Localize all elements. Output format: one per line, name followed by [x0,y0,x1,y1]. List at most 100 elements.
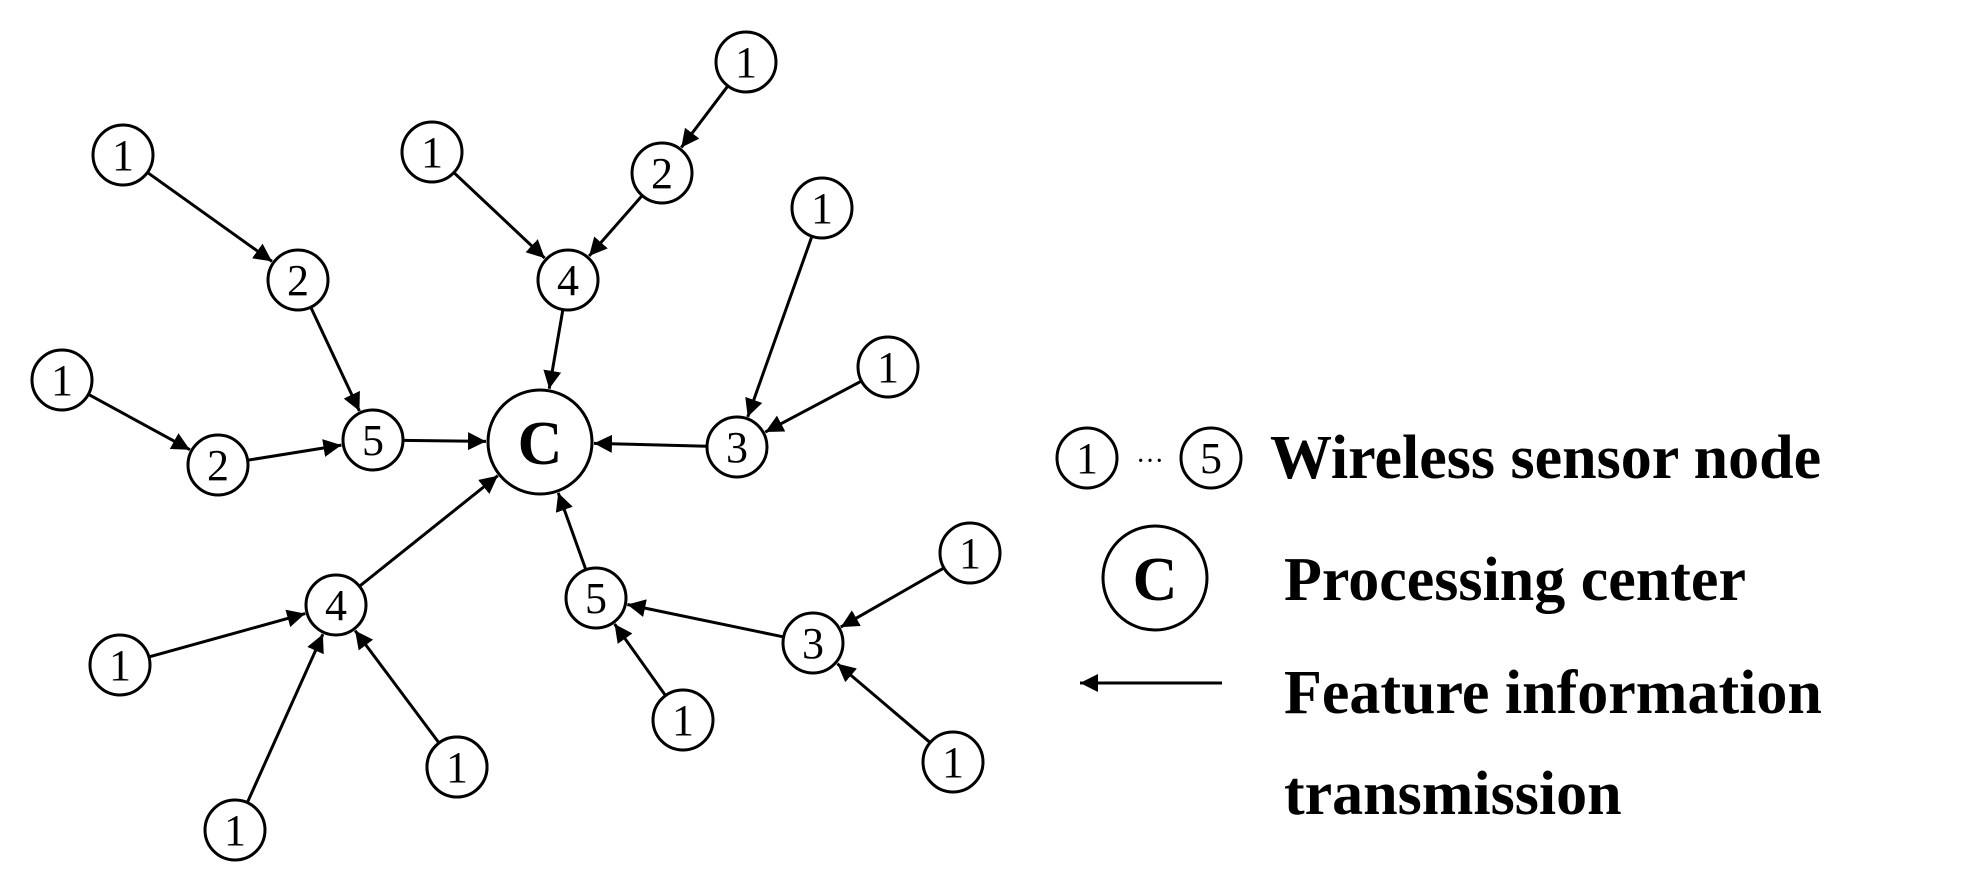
edge-j2-to-r3 [836,662,932,744]
edge-f1-to-n3 [764,379,863,434]
legend-node-last-label: 5 [1200,434,1222,483]
nodes-layer: C1212511241131411151311 [30,30,1002,862]
sensor-node-circle [91,123,155,187]
sensor-node-label: 1 [959,529,981,578]
sensor-node-circle [938,521,1002,585]
sensor-node: 4 [304,573,368,637]
sensor-node: 1 [400,120,464,184]
legend-arrow: Feature information transmission [1080,659,1822,828]
sensor-node-circle [790,176,854,240]
sensor-node-circle [186,433,250,497]
sensor-node-circle [651,688,715,752]
sensor-node-circle [304,573,368,637]
sensor-node-label: 1 [446,743,468,792]
legend: 1 ··· 5 Wireless sensor node C Processin… [1055,424,1822,828]
edges-layer [87,85,945,804]
legend-node-range: 1 ··· 5 Wireless sensor node [1055,424,1821,492]
legend-arrow-label-line2: transmission [1284,760,1622,828]
sensor-node: 5 [564,566,628,630]
processing-center-node: C [486,388,594,496]
sensor-node-circle [425,735,489,799]
edge-n4-to-c [543,309,565,390]
edge-d1-to-d2 [680,85,730,149]
sensor-node-label: 3 [802,619,824,668]
sensor-node-circle [30,348,94,412]
edge-w4-to-c [358,474,499,588]
sensor-node: 1 [91,123,155,187]
sensor-node-label: 5 [362,416,384,465]
edge-g1-to-w4 [148,609,306,659]
sensor-node-label: 1 [421,128,443,177]
sensor-node-circle [266,248,330,312]
edge-e1-to-n3 [745,235,814,418]
sensor-node: 1 [938,521,1002,585]
sensor-node: 3 [781,611,845,675]
sensor-node: 1 [651,688,715,752]
legend-node-first-label: 1 [1076,434,1098,483]
sensor-node: 1 [921,730,985,794]
sensor-node-circle [203,798,267,862]
sensor-node-label: 4 [557,256,579,305]
sensor-node-label: 1 [51,356,73,405]
sensor-node: 1 [790,176,854,240]
sensor-node-circle [341,408,405,472]
edge-i1-to-sb5 [613,623,667,697]
sensor-node: 1 [88,633,152,697]
sensor-node-label: 4 [325,581,347,630]
sensor-node-label: 1 [224,806,246,855]
edge-d2-to-n4 [587,194,644,257]
sensor-node: 2 [630,141,694,205]
sensor-node: 2 [186,433,250,497]
sensor-node-circle [921,730,985,794]
edge-h2-to-w4 [245,633,325,804]
sensor-node-circle [714,30,778,94]
sensor-node-label: 3 [726,423,748,472]
sensor-node-circle [856,335,920,399]
sensor-node-label: 1 [811,184,833,233]
sensor-node-circle [705,415,769,479]
sensor-node-circle [88,633,152,697]
sensor-node-label: 2 [287,256,309,305]
edge-s5-to-c [402,432,487,451]
sensor-node: 1 [425,735,489,799]
legend-processing-center-label: Processing center [1284,546,1746,614]
edge-b2-to-s5 [247,439,342,462]
sensor-node-circle [400,120,464,184]
legend-node-dots: ··· [1136,446,1164,477]
edge-sb5-to-c [555,492,588,571]
legend-center-symbol: C [1133,546,1178,614]
legend-arrow-label-line1: Feature information [1284,659,1822,727]
sensor-node-label: 1 [942,738,964,787]
sensor-node-circle [781,611,845,675]
sensor-node-circle [564,566,628,630]
sensor-node: 4 [536,248,600,312]
processing-center-label: C [518,410,563,478]
legend-node-first-icon [1055,426,1119,490]
edge-r3-to-sb5 [627,599,784,639]
legend-center: C Processing center [1101,524,1746,632]
processing-center-circle [486,388,594,496]
sensor-node-label: 1 [109,641,131,690]
sensor-node: 5 [341,408,405,472]
edge-b1-to-b2 [87,393,191,452]
sensor-node: 1 [856,335,920,399]
legend-center-icon [1101,524,1209,632]
edge-a1-to-a2 [146,171,273,263]
sensor-node: 1 [714,30,778,94]
sensor-node-label: 1 [672,696,694,745]
edge-h3-to-w4 [353,629,441,744]
sensor-node-label: 2 [207,441,229,490]
legend-node-last-icon [1179,426,1243,490]
sensor-node-label: 1 [735,38,757,87]
sensor-node-circle [536,248,600,312]
sensor-node: 1 [203,798,267,862]
sensor-node-circle [630,141,694,205]
sensor-node-label: 5 [585,574,607,623]
sensor-node: 1 [30,348,94,412]
edge-n3-to-c [593,434,708,453]
edge-a2-to-s5 [309,306,361,412]
legend-wireless-sensor-label: Wireless sensor node [1270,424,1821,492]
sensor-node-label: 1 [877,343,899,392]
edge-j1-to-r3 [840,566,945,629]
